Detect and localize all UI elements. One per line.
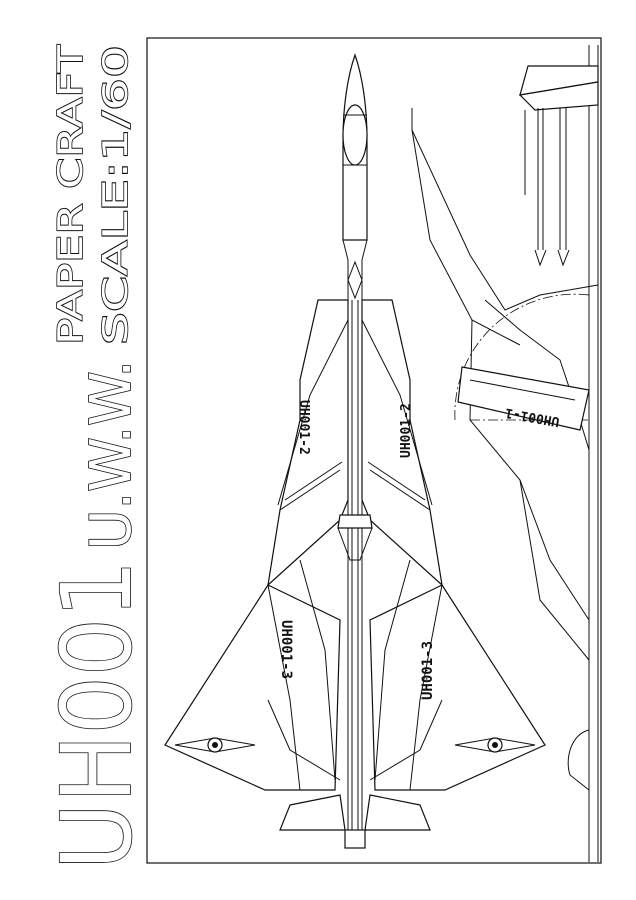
drawing-frame [146, 37, 602, 864]
wing-right-lower-label: UH001-3 [420, 641, 436, 700]
scale-label: SCALE:1/60 [96, 45, 136, 345]
roundel-icon [454, 737, 536, 753]
title-block: UH001 U.W.W. PAPER CRAFT SCALE:1/60 [40, 44, 154, 871]
paper-craft-label: PAPER CRAFT [51, 45, 91, 345]
brand-title: U.W.W. [79, 360, 144, 550]
side-part-outline: UH001-1 [411, 45, 599, 862]
roundel-icon [174, 737, 256, 753]
wing-left-lower-label: UH001-3 [278, 620, 294, 679]
wing-right-upper-label: UH001-2 [399, 403, 414, 458]
wing-left-upper-label: UH001-2 [296, 400, 311, 455]
model-title: UH001 [41, 560, 153, 870]
aircraft-plan [164, 53, 546, 849]
